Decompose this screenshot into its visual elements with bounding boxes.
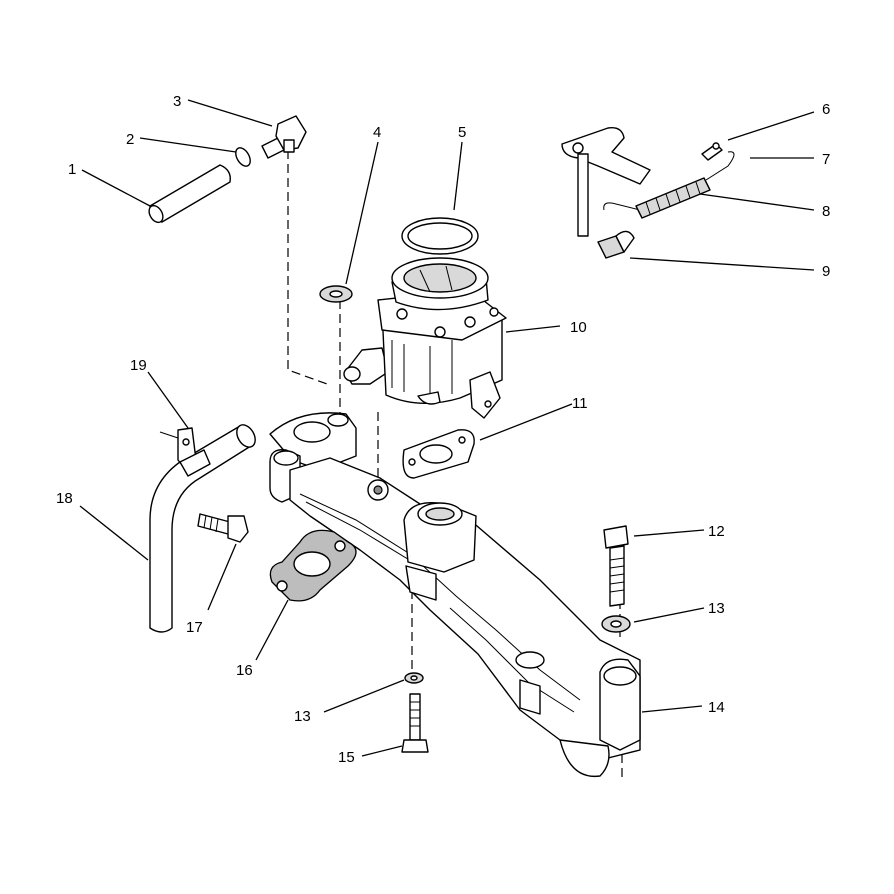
callout-4: 4 [373, 124, 381, 141]
washer-part-13-lower [404, 672, 424, 684]
callout-16: 16 [236, 662, 253, 679]
manifold-part [269, 412, 641, 778]
callout-18: 18 [56, 490, 73, 507]
clip-part-9 [597, 230, 635, 259]
callout-11: 11 [572, 395, 588, 412]
callout-13a: 13 [708, 600, 725, 617]
bolt-part-12 [603, 525, 629, 607]
callout-17: 17 [186, 619, 203, 636]
pin-part-6 [701, 142, 723, 161]
callout-5: 5 [458, 124, 466, 141]
bolt-part-17 [197, 513, 249, 543]
callout-14: 14 [708, 699, 725, 716]
hose-bracket-part [159, 427, 211, 477]
carburetor-part [343, 257, 507, 419]
callout-2: 2 [126, 131, 134, 148]
top-gasket-ring-part [401, 217, 479, 255]
leader-lines [79, 99, 815, 757]
callout-1: 1 [68, 161, 76, 178]
throttle-bracket-part [561, 127, 651, 237]
callout-19: 19 [130, 357, 147, 374]
hose-clamp-part [235, 147, 251, 167]
callout-3: 3 [173, 93, 181, 110]
washer-part-4 [319, 285, 353, 303]
callout-12: 12 [708, 523, 725, 540]
fuel-hose-part [148, 164, 231, 224]
return-spring-part [603, 151, 735, 219]
callout-8: 8 [822, 203, 830, 220]
washer-part-13-upper [601, 615, 631, 633]
callout-9: 9 [822, 263, 830, 280]
callout-10: 10 [570, 319, 587, 336]
callout-6: 6 [822, 101, 830, 118]
callout-13b: 13 [294, 708, 311, 725]
breather-hose-part [149, 424, 256, 633]
callout-7: 7 [822, 151, 830, 168]
callout-15: 15 [338, 749, 355, 766]
base-gasket-part [402, 429, 475, 479]
callout-labels: 1 2 3 4 5 6 7 8 9 10 11 12 13 13 14 15 1… [56, 93, 830, 766]
manifold-gasket-part [269, 529, 357, 602]
bolt-part-15 [401, 693, 429, 753]
elbow-fitting-part [261, 115, 307, 159]
